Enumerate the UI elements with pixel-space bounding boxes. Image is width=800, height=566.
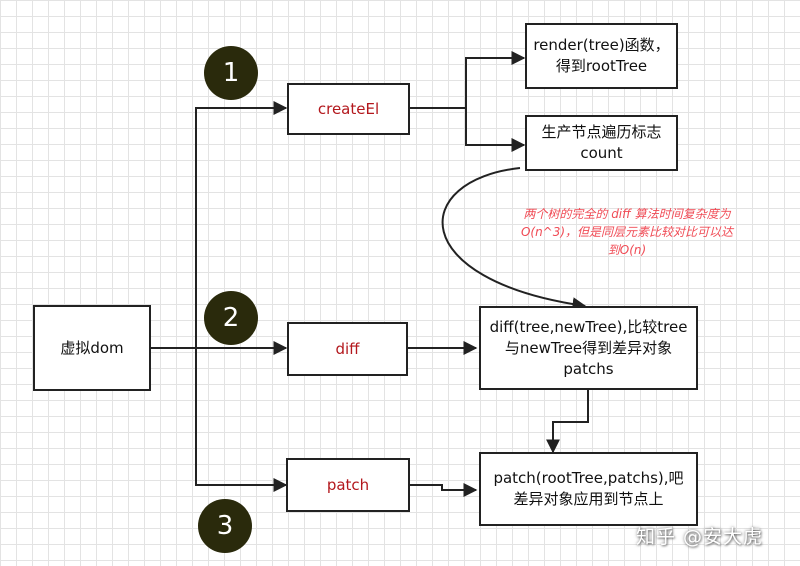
annotation-line: 到O(n): [607, 243, 647, 257]
diff-node: diff: [287, 322, 408, 376]
diff-description-node: diff(tree,newTree),比较tree与newTree得到差异对象p…: [479, 306, 698, 390]
node-label: patch: [326, 475, 370, 494]
complexity-annotation: 两个树的完全的 diff 算法时间复杂度为 O(n^3)，但是同层元素比较对比可…: [496, 205, 758, 259]
createel-node: createEl: [287, 83, 410, 135]
step-badge-3: 3: [198, 499, 252, 553]
connector-patch-to-desc: [410, 483, 478, 497]
node-label: diff(tree,newTree),比较tree与newTree得到差异对象p…: [489, 317, 688, 378]
node-label: patch(rootTree,patchs),吧差异对象应用到节点上: [493, 469, 684, 508]
render-tree-node: render(tree)函数，得到rootTree: [525, 23, 678, 89]
step-number: 1: [222, 58, 240, 88]
annotation-line: O(n^3)，但是同层元素比较对比可以达: [520, 225, 734, 239]
node-label: diff: [335, 339, 360, 358]
node-label: createEl: [317, 99, 380, 118]
watermark: 知乎 @安大虎: [636, 526, 764, 548]
connector-createel-to-render: [410, 51, 526, 109]
step-badge-1: 1: [204, 46, 258, 100]
node-label: 生产节点遍历标志count: [541, 123, 662, 162]
annotation-line: 两个树的完全的 diff 算法时间复杂度为: [523, 207, 731, 221]
connector-root-to-patch: [195, 348, 288, 492]
traverse-count-node: 生产节点遍历标志count: [525, 115, 678, 171]
virtual-dom-node: 虚拟dom: [33, 305, 151, 391]
node-label: render(tree)函数，得到rootTree: [533, 36, 670, 75]
patch-node: patch: [286, 458, 410, 512]
connector-diffdesc-to-patchdesc: [546, 390, 589, 454]
node-label: 虚拟dom: [60, 338, 124, 357]
connector-createel-to-traverse: [465, 108, 526, 152]
connector-root-to-createel: [150, 101, 288, 349]
step-number: 3: [216, 511, 234, 541]
step-badge-2: 2: [204, 291, 258, 345]
connector-traverse-to-diff-desc: [441, 167, 587, 312]
patch-description-node: patch(rootTree,patchs),吧差异对象应用到节点上: [479, 452, 698, 526]
step-number: 2: [222, 303, 240, 333]
